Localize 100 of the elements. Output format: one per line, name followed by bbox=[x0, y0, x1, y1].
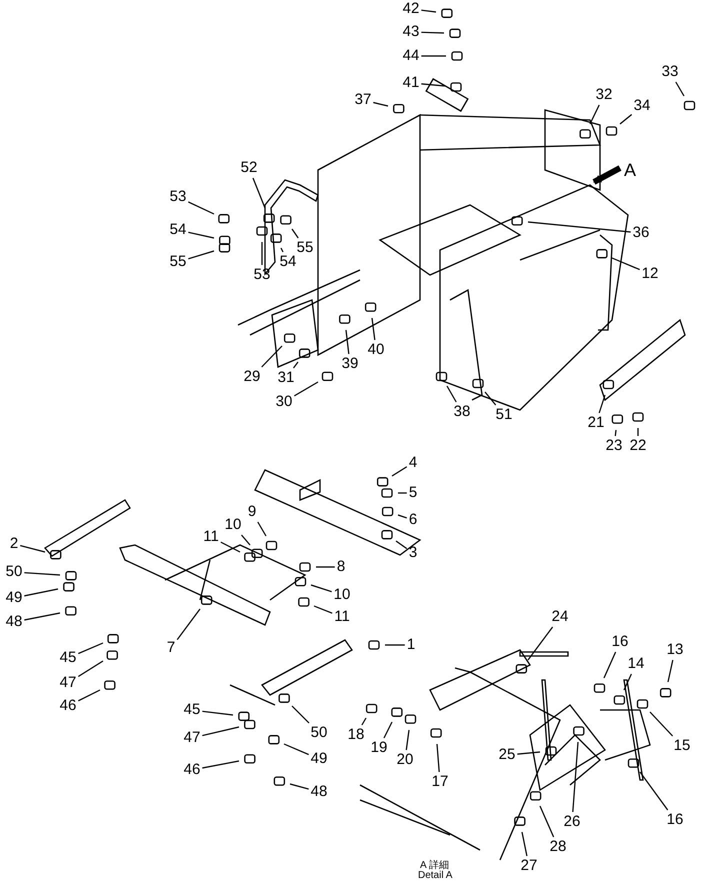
callout-number: 48 bbox=[310, 784, 328, 800]
leader-line bbox=[78, 642, 104, 654]
leader-line bbox=[396, 540, 408, 550]
leader-line bbox=[517, 751, 540, 755]
leader-line bbox=[241, 534, 250, 546]
leader-line bbox=[623, 674, 632, 690]
callout-number: 54 bbox=[170, 222, 186, 238]
leader-line bbox=[176, 608, 200, 640]
leader-line bbox=[292, 706, 310, 724]
leader-line bbox=[614, 430, 617, 436]
callout-number: 20 bbox=[396, 752, 414, 768]
callout-number: 38 bbox=[454, 404, 470, 420]
detail-caption: A 詳細 bbox=[420, 858, 449, 871]
callout-number: 27 bbox=[520, 858, 538, 874]
leader-line bbox=[398, 514, 407, 518]
leader-line bbox=[361, 718, 367, 726]
callout-number: 45 bbox=[184, 702, 200, 718]
callout-number: 22 bbox=[630, 438, 646, 454]
callout-number: 19 bbox=[370, 740, 388, 756]
callout-number: 50 bbox=[6, 564, 22, 580]
callout-number: 50 bbox=[310, 725, 328, 741]
leader-line bbox=[314, 605, 332, 614]
leader-line bbox=[667, 660, 674, 682]
callout-number: 48 bbox=[6, 614, 22, 630]
callout-number: 10 bbox=[224, 517, 242, 533]
leader-line bbox=[261, 346, 282, 368]
leader-line bbox=[612, 257, 640, 270]
leader-line bbox=[202, 710, 234, 716]
leader-line bbox=[310, 584, 332, 592]
leader-line bbox=[24, 588, 58, 596]
callout-number: 49 bbox=[6, 590, 22, 606]
leader-line bbox=[202, 726, 240, 736]
callout-number: 7 bbox=[166, 640, 176, 656]
callout-number: 52 bbox=[240, 160, 258, 176]
callout-number: 47 bbox=[60, 675, 76, 691]
callout-number: 25 bbox=[498, 747, 516, 763]
leader-line bbox=[572, 742, 579, 812]
leader-line bbox=[650, 712, 674, 736]
leader-line bbox=[521, 832, 528, 856]
callout-number: 33 bbox=[662, 64, 678, 80]
leader-line bbox=[293, 362, 298, 368]
callout-number: 49 bbox=[310, 751, 328, 767]
leader-line bbox=[345, 330, 350, 354]
callout-number: 3 bbox=[408, 545, 418, 561]
callout-number: 45 bbox=[60, 650, 76, 666]
leader-line bbox=[24, 572, 60, 576]
leader-line bbox=[385, 644, 405, 646]
leader-line bbox=[603, 652, 616, 678]
callout-number: 15 bbox=[674, 738, 690, 754]
callout-number: 51 bbox=[496, 407, 512, 423]
leader-line bbox=[421, 55, 446, 57]
view-letter: A bbox=[624, 160, 636, 181]
callout-number: 46 bbox=[60, 698, 76, 714]
leader-line bbox=[484, 392, 496, 406]
leader-line bbox=[598, 394, 606, 414]
callout-number: 1 bbox=[406, 637, 416, 653]
leader-line bbox=[220, 542, 240, 553]
callout-number: 36 bbox=[632, 225, 650, 241]
callout-number: 40 bbox=[368, 342, 384, 358]
leader-line bbox=[202, 760, 240, 769]
leader-line bbox=[421, 32, 444, 34]
leader-line bbox=[292, 228, 299, 238]
callout-number: 5 bbox=[408, 485, 418, 501]
leader-line bbox=[373, 102, 388, 107]
leader-line bbox=[252, 178, 266, 208]
callout-number: 18 bbox=[348, 727, 364, 743]
callout-number: 14 bbox=[628, 656, 644, 672]
callout-number: 41 bbox=[402, 75, 420, 91]
leader-line bbox=[383, 722, 393, 738]
leader-line bbox=[539, 806, 554, 838]
leader-line bbox=[589, 104, 600, 124]
leader-line bbox=[24, 612, 60, 621]
callout-number: 44 bbox=[402, 48, 420, 64]
callout-number: 43 bbox=[402, 24, 420, 40]
callout-number: 39 bbox=[342, 356, 358, 372]
leader-line bbox=[371, 318, 376, 340]
callout-number: 23 bbox=[606, 438, 622, 454]
leader-line bbox=[188, 232, 214, 239]
leader-line bbox=[261, 242, 263, 265]
callout-number: 9 bbox=[248, 504, 256, 520]
leader-line bbox=[280, 248, 284, 252]
callout-number: 10 bbox=[334, 587, 350, 603]
callout-number: 17 bbox=[432, 774, 448, 790]
leader-line bbox=[421, 10, 436, 13]
leader-line bbox=[436, 744, 440, 772]
callout-number: 32 bbox=[596, 87, 612, 103]
callout-number: 24 bbox=[552, 609, 568, 625]
callout-number: 54 bbox=[280, 254, 296, 270]
callout-number: 6 bbox=[408, 512, 418, 528]
leader-line bbox=[406, 730, 410, 750]
leader-line bbox=[316, 566, 335, 568]
leader-line bbox=[78, 689, 100, 702]
callout-number: 55 bbox=[296, 240, 314, 256]
callout-number: 11 bbox=[334, 609, 350, 625]
callout-number: 34 bbox=[634, 98, 650, 114]
leader-line bbox=[392, 466, 408, 477]
callout-number: 30 bbox=[276, 394, 292, 410]
callout-number: 47 bbox=[184, 730, 200, 746]
callout-number: 4 bbox=[408, 455, 418, 471]
leader-line bbox=[257, 522, 267, 536]
